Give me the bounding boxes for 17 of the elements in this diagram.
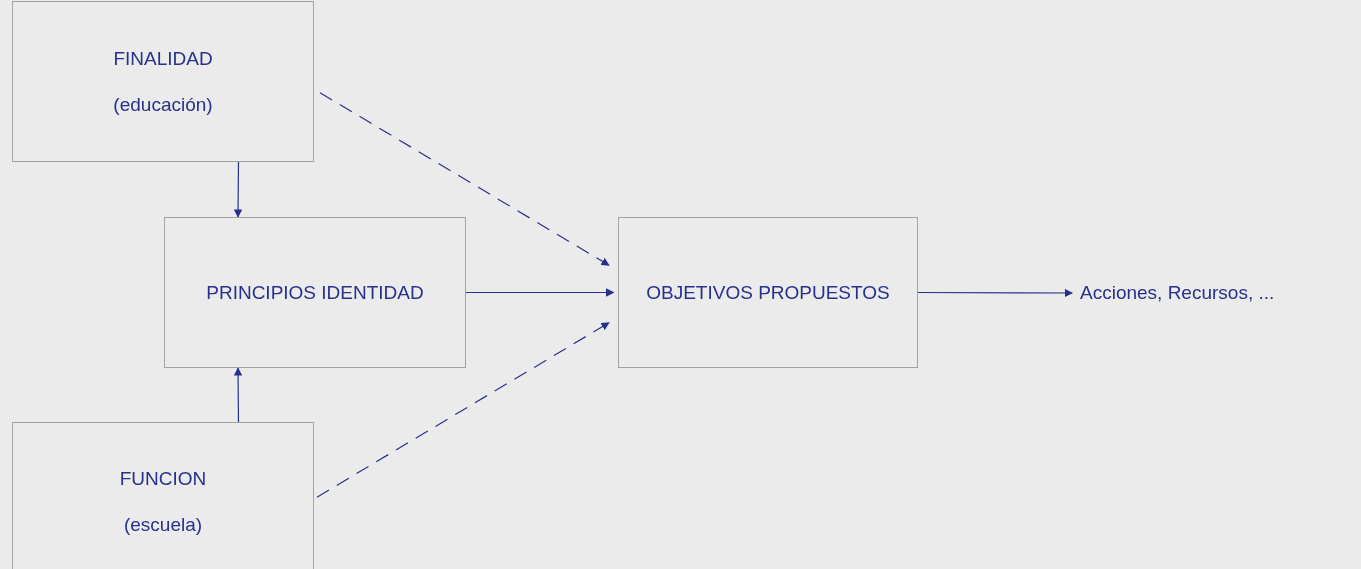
box-subtitle: (escuela) bbox=[123, 513, 203, 537]
process-box bbox=[12, 1, 314, 162]
process-box bbox=[618, 217, 918, 368]
process-box bbox=[12, 422, 314, 569]
arrow bbox=[316, 322, 610, 498]
arrow bbox=[917, 288, 1074, 298]
box-subtitle: (educación) bbox=[113, 92, 213, 117]
arrow bbox=[233, 161, 243, 218]
process-box bbox=[164, 217, 466, 368]
box-title: FINALIDAD bbox=[113, 46, 213, 71]
box-title: OBJETIVOS PROPUESTOS bbox=[646, 280, 890, 305]
arrow bbox=[465, 288, 615, 297]
box-title: PRINCIPIOS IDENTIDAD bbox=[206, 280, 424, 305]
box-title: FUNCION bbox=[119, 467, 207, 491]
node-text: Acciones, Recursos, ... bbox=[1080, 281, 1275, 305]
arrow bbox=[319, 92, 610, 266]
arrow bbox=[233, 367, 243, 423]
